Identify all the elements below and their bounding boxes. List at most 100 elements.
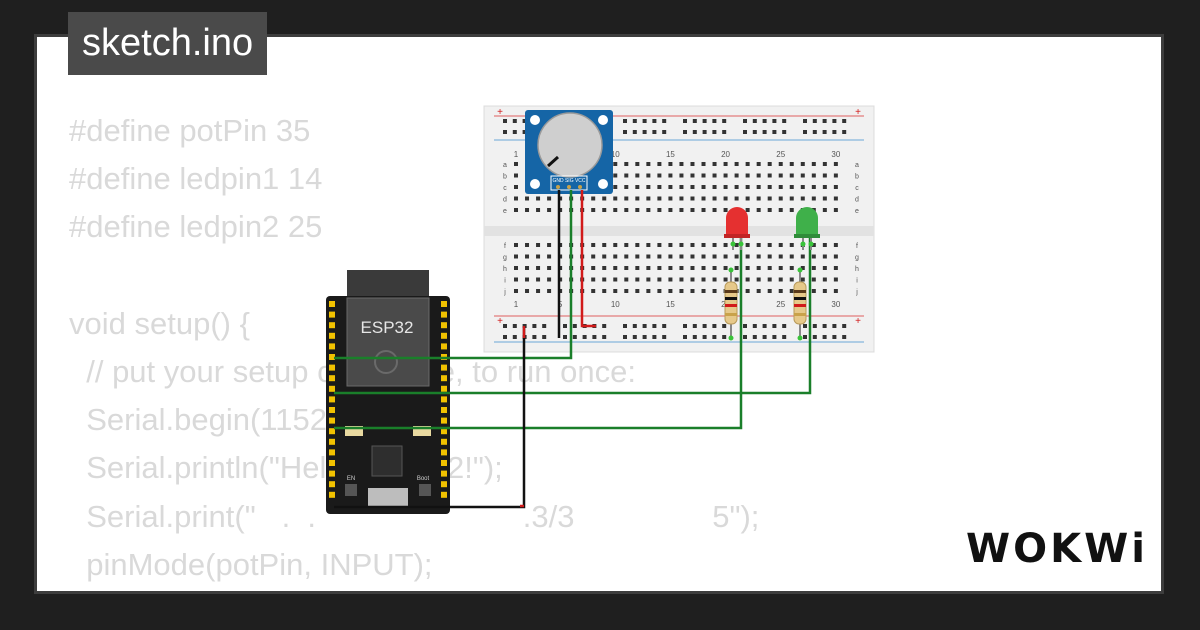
- column-number: 15: [666, 300, 675, 309]
- column-number: 10: [611, 150, 620, 159]
- connection-dots: [728, 241, 814, 341]
- column-number: 1: [514, 300, 519, 309]
- header-pin-right: [441, 385, 447, 392]
- header-pin-left: [329, 311, 335, 318]
- wire-led2: [334, 238, 812, 395]
- code-line: Serial.print(" . . .3/3 5");: [69, 498, 760, 534]
- header-pin-right: [441, 375, 447, 382]
- code-editor: #define potPin 35 #define ledpin1 14 #defi…: [69, 107, 760, 591]
- sketch-title: sketch.ino: [68, 12, 268, 75]
- header-pin-right: [441, 343, 447, 350]
- column-number: 5: [558, 300, 563, 309]
- en-label: EN: [347, 476, 355, 482]
- header-pin-left: [329, 428, 335, 435]
- row-letter: i: [856, 278, 858, 285]
- header-pin-left: [329, 375, 335, 382]
- column-number: 25: [776, 300, 785, 309]
- wokwi-logo: WOKWi: [966, 526, 1148, 572]
- row-letter: h: [503, 266, 507, 273]
- header-pin-left: [329, 354, 335, 360]
- row-letter: j: [855, 289, 858, 296]
- led-green: [794, 207, 820, 250]
- header-pin-left: [329, 470, 335, 477]
- column-number: 20: [721, 150, 730, 159]
- header-pin-left: [329, 343, 335, 350]
- row-letter: d: [503, 197, 507, 204]
- header-pin-right: [441, 438, 447, 445]
- row-letter: c: [855, 185, 859, 192]
- center-channel: [484, 226, 874, 236]
- row-letter: g: [855, 255, 859, 262]
- header-pin-right: [441, 460, 447, 466]
- code-line: pinMode(potPin, INPUT);: [69, 546, 433, 582]
- header-pin-right: [441, 407, 447, 413]
- header-pin-left: [329, 396, 335, 403]
- column-number: 25: [776, 150, 785, 159]
- header-pin-left: [329, 364, 335, 371]
- row-letter: b: [503, 174, 507, 181]
- resistor-1: [724, 268, 738, 338]
- row-letter: j: [503, 289, 506, 296]
- header-pin-left: [329, 322, 335, 329]
- wire-pot-signal: [334, 190, 573, 360]
- wire-pot-vcc: [580, 190, 596, 328]
- column-number: 30: [831, 150, 840, 159]
- code-line: #define potPin 35: [69, 113, 311, 148]
- row-letter: h: [855, 266, 859, 273]
- resistor-2: [793, 268, 807, 338]
- header-pin-left: [329, 460, 335, 466]
- header-pin-right: [441, 332, 447, 339]
- rail-plus-label: +: [497, 107, 503, 118]
- row-letter: f: [856, 243, 858, 250]
- column-number: 30: [831, 300, 840, 309]
- header-pin-right: [441, 449, 447, 456]
- row-letter: a: [503, 162, 507, 169]
- row-letter: e: [855, 208, 859, 215]
- usb-port: [368, 488, 408, 506]
- header-pin-left: [329, 385, 335, 392]
- header-pin-left: [329, 481, 335, 488]
- header-pin-right: [441, 364, 447, 371]
- header-pin-left: [329, 332, 335, 339]
- header-pin-right: [441, 396, 447, 403]
- esp32-label: ESP32: [361, 318, 414, 337]
- column-number: 1: [514, 150, 519, 159]
- header-pin-right: [441, 322, 447, 329]
- potentiometer: GND SIG VCC: [525, 110, 613, 194]
- en-button[interactable]: [345, 484, 357, 496]
- row-letter: b: [855, 174, 859, 181]
- header-pin-right: [441, 481, 447, 488]
- esp32-board: ESP32 Boot EN: [326, 270, 450, 514]
- header-pin-left: [329, 301, 335, 307]
- row-letter: f: [504, 243, 506, 250]
- header-pin-left: [329, 407, 335, 413]
- code-line: #define ledpin1 14: [69, 161, 323, 197]
- header-pin-right: [441, 491, 447, 498]
- header-pin-left: [329, 417, 335, 424]
- wire-led1: [334, 238, 743, 430]
- column-number: 10: [611, 300, 620, 309]
- code-line: void setup() {: [69, 305, 250, 341]
- row-letter: d: [855, 197, 859, 204]
- row-letter: i: [504, 278, 506, 285]
- boot-label: Boot: [417, 476, 430, 482]
- esp32-pins: [329, 301, 447, 498]
- code-line: #define ledpin2 25: [69, 209, 323, 245]
- header-pin-left: [329, 438, 335, 445]
- row-letter: e: [503, 208, 507, 215]
- row-letter: g: [503, 255, 507, 262]
- header-pin-right: [441, 301, 447, 307]
- rail-plus-label: +: [855, 107, 861, 118]
- potentiometer-knob[interactable]: [537, 112, 603, 178]
- header-pin-left: [329, 449, 335, 456]
- row-letter: c: [503, 185, 507, 192]
- header-pin-right: [441, 417, 447, 424]
- rail-plus-label: +: [497, 316, 503, 327]
- row-letter: a: [855, 162, 859, 169]
- header-pin-left: [329, 491, 335, 498]
- boot-button[interactable]: [419, 484, 431, 496]
- rail-plus-label: +: [855, 316, 861, 327]
- header-pin-right: [441, 428, 447, 435]
- led-red: [724, 207, 750, 250]
